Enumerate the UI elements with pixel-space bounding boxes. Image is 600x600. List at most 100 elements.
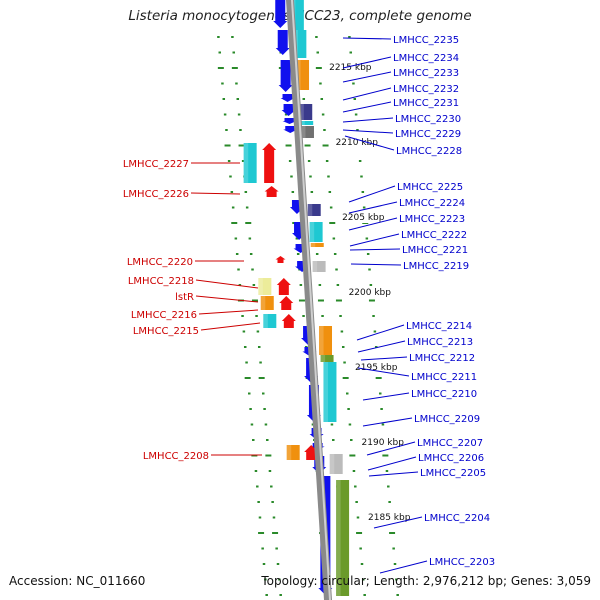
tick-mark (225, 129, 228, 131)
tick-mark (315, 36, 318, 38)
forward-cds-arrow (281, 104, 296, 116)
tick-mark (321, 315, 324, 317)
forward-label-leader (342, 71, 392, 83)
tick-mark (291, 191, 295, 193)
tick-mark (362, 578, 365, 581)
forward-gene-label: LMHCC_2232 (393, 84, 459, 95)
forward-label-leader (373, 516, 423, 529)
tick-mark (288, 160, 292, 162)
forward-gene-label: LMHCC_2235 (393, 35, 459, 46)
tick-mark (285, 144, 292, 147)
forward-gene-box-shine (319, 326, 324, 355)
forward-label-leader (356, 324, 405, 341)
tick-mark (368, 268, 371, 271)
tick-mark (249, 408, 252, 410)
tick-mark (365, 237, 369, 240)
tick-mark (335, 268, 338, 271)
tick-mark (257, 346, 261, 348)
reverse-gene-box (263, 314, 277, 328)
reverse-cds-arrow (281, 314, 296, 328)
forward-label-leader (379, 560, 428, 574)
forward-gene-box (300, 126, 314, 138)
tick-mark (360, 175, 363, 178)
forward-gene-box-shine (300, 121, 305, 125)
tick-mark (262, 392, 265, 395)
tick-mark (248, 237, 252, 240)
forward-gene-label: LMHCC_2224 (399, 198, 465, 209)
tick-mark (358, 160, 362, 162)
forward-gene-box-shine (307, 204, 313, 216)
tick-mark (231, 36, 234, 38)
forward-gene-box (309, 222, 323, 242)
forward-label-leader (342, 56, 392, 69)
forward-gene-label: LMHCC_2222 (401, 230, 467, 241)
tick-mark (373, 330, 377, 333)
tick-mark (354, 485, 357, 488)
forward-gene-label: LMHCC_2223 (399, 214, 465, 225)
tick-mark (272, 516, 276, 519)
reverse-gene-box (243, 143, 257, 183)
tick-mark (315, 67, 322, 69)
scale-label-bg (344, 286, 389, 298)
tick-mark (318, 284, 322, 286)
tick-mark (245, 361, 248, 364)
reverse-gene-box-shine (263, 314, 268, 328)
tick-mark (375, 377, 382, 379)
reverse-gene-label: LMHCC_2227 (123, 159, 189, 170)
tick-mark (234, 237, 238, 240)
forward-gene-label: LMHCC_2203 (429, 557, 495, 568)
tick-mark (218, 51, 222, 54)
tick-mark (323, 129, 326, 131)
tick-mark (224, 144, 231, 147)
forward-gene-label: LMHCC_2204 (424, 513, 490, 524)
reverse-label-leader (200, 322, 261, 331)
forward-gene-label: LMHCC_2230 (395, 114, 461, 125)
tick-mark (258, 516, 262, 519)
reverse-gene-box-shine (258, 278, 263, 295)
tick-mark (329, 222, 336, 224)
tick-mark (396, 594, 399, 596)
tick-mark (275, 547, 278, 550)
tick-mark (335, 299, 342, 302)
reverse-gene-box (258, 278, 272, 295)
tick-mark (307, 160, 311, 162)
tick-mark (380, 408, 383, 410)
tick-mark (258, 532, 265, 534)
tick-mark (339, 315, 342, 317)
tick-mark (256, 330, 260, 333)
forward-gene-label: LMHCC_2234 (393, 53, 459, 64)
tick-mark (265, 454, 272, 457)
tick-mark (346, 392, 349, 395)
scale-label: 2205 kbp (342, 213, 385, 223)
tick-mark (359, 547, 362, 550)
tick-mark (332, 237, 336, 240)
reverse-gene-box-shine (260, 296, 266, 310)
tick-mark (381, 423, 385, 426)
forward-gene-box-shine (336, 480, 341, 596)
accession-text: Accession: NC_011660 (9, 574, 146, 588)
tick-mark (231, 67, 238, 69)
forward-cds-arrow (275, 30, 290, 55)
tick-mark (328, 191, 332, 193)
tick-mark (235, 82, 238, 85)
forward-label-leader (348, 201, 398, 214)
tick-mark (264, 423, 268, 426)
tick-mark (259, 361, 262, 364)
forward-gene-label: LMHCC_2228 (396, 146, 462, 157)
tick-mark (235, 253, 239, 255)
tick-mark (237, 268, 240, 271)
tick-mark (299, 284, 303, 286)
tick-mark (382, 454, 389, 457)
tick-mark (276, 563, 280, 565)
tick-mark (268, 470, 272, 472)
tick-mark (354, 113, 358, 116)
tick-mark (352, 82, 355, 85)
tick-mark (264, 578, 267, 581)
tick-mark (262, 563, 266, 565)
tick-mark (265, 594, 268, 596)
tick-mark (250, 423, 254, 426)
reverse-gene-label: lstR (175, 292, 194, 303)
forward-gene-label: LMHCC_2233 (393, 68, 459, 79)
forward-label-leader (342, 37, 392, 40)
tick-mark (290, 175, 293, 178)
